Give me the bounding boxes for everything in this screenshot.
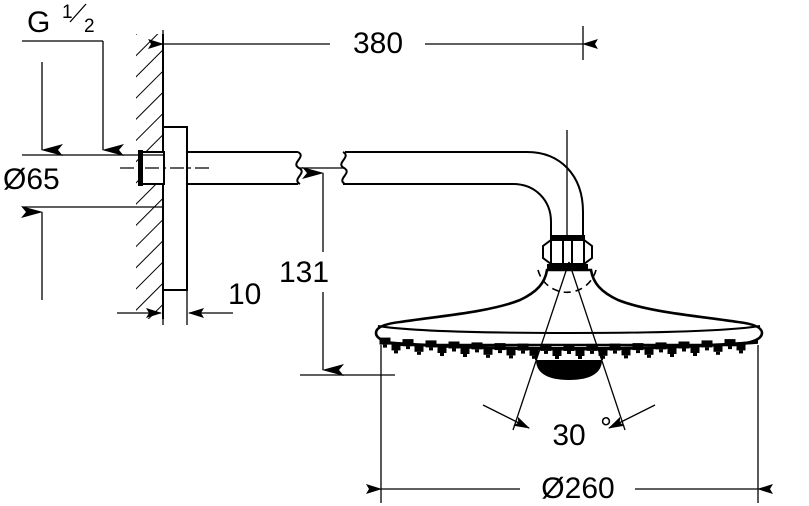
spray-nozzle bbox=[460, 348, 470, 354]
arm-projection-label: 380 bbox=[353, 27, 403, 60]
spray-nozzle bbox=[690, 347, 700, 353]
thread-denominator: 2 bbox=[84, 16, 95, 37]
spray-nozzle bbox=[575, 350, 585, 356]
head-center-boss bbox=[535, 348, 603, 380]
spray-nozzle-stem bbox=[693, 353, 697, 356]
spray-nozzle bbox=[586, 343, 598, 351]
spray-nozzle bbox=[540, 343, 552, 351]
shower-head-disc bbox=[374, 268, 764, 350]
spray-nozzle-stem bbox=[509, 355, 513, 359]
spray-nozzle-stem bbox=[498, 350, 502, 354]
drop-height-dimension: 131 bbox=[279, 167, 395, 376]
spray-nozzle-stem bbox=[521, 350, 525, 354]
spray-nozzle bbox=[552, 350, 562, 356]
spray-nozzle bbox=[713, 345, 723, 352]
spray-nozzle bbox=[655, 342, 667, 350]
spray-nozzle-stem bbox=[739, 350, 743, 354]
spray-nozzle-stem bbox=[728, 346, 732, 350]
spray-nozzle-stem bbox=[486, 354, 490, 358]
spray-nozzle-stem bbox=[463, 354, 467, 357]
spray-nozzle bbox=[471, 342, 483, 350]
spray-nozzle-stem bbox=[452, 348, 456, 352]
degree-symbol: ° bbox=[600, 412, 612, 445]
spray-nozzle-stem bbox=[670, 354, 674, 357]
spray-nozzle-stem bbox=[613, 350, 617, 354]
spray-nozzle-stem bbox=[647, 354, 651, 358]
arm-projection-dimension: 380 bbox=[148, 26, 598, 60]
spray-nozzle bbox=[701, 340, 713, 348]
spray-nozzle-stem bbox=[532, 355, 536, 359]
spray-nozzle-stem bbox=[590, 350, 594, 354]
spray-nozzle-stem bbox=[383, 344, 387, 348]
spray-nozzle-stem bbox=[705, 347, 709, 351]
spray-nozzle-stem bbox=[659, 349, 663, 353]
spray-nozzle bbox=[736, 344, 746, 351]
wall-flange bbox=[120, 126, 210, 291]
spray-nozzle-stem bbox=[624, 355, 628, 359]
spray-nozzle-stem bbox=[682, 348, 686, 352]
spray-nozzle-stem bbox=[417, 351, 421, 355]
head-diameter-label: Ø260 bbox=[541, 472, 614, 505]
spray-nozzle-stem bbox=[636, 350, 640, 354]
spray-nozzle bbox=[667, 348, 677, 354]
spray-nozzle-stem bbox=[440, 353, 444, 356]
spray-nozzle bbox=[483, 348, 493, 355]
spray-nozzle-array bbox=[379, 337, 759, 359]
spray-nozzle bbox=[644, 348, 654, 355]
flange-diameter-label: Ø65 bbox=[3, 163, 60, 196]
spray-nozzle-stem bbox=[578, 356, 582, 359]
thread-letter: G bbox=[27, 6, 50, 39]
spray-nozzle-stem bbox=[475, 349, 479, 353]
wall-offset-label: 10 bbox=[228, 278, 261, 311]
spray-nozzle-stem bbox=[544, 350, 548, 354]
drop-height-label: 131 bbox=[279, 256, 329, 289]
head-diameter-dimension: Ø260 bbox=[366, 345, 773, 505]
spray-nozzle-stem bbox=[555, 356, 559, 359]
spray-nozzle-stem bbox=[406, 346, 410, 350]
spray-nozzle bbox=[379, 337, 391, 345]
ball-joint-dashed-circle bbox=[537, 269, 597, 294]
swivel-angle-lines bbox=[512, 261, 626, 431]
swivel-angle-label: 30 bbox=[552, 419, 585, 452]
arm-elbow bbox=[512, 151, 584, 238]
spray-nozzle bbox=[414, 345, 424, 352]
spray-nozzle bbox=[529, 349, 539, 356]
spray-nozzle bbox=[425, 340, 437, 348]
spray-nozzle-stem bbox=[716, 351, 720, 355]
swivel-angle-dimension: 30 ° bbox=[482, 404, 656, 452]
spray-nozzle bbox=[506, 349, 516, 356]
nozzle-band bbox=[379, 340, 759, 351]
spray-nozzle-stem bbox=[567, 351, 571, 354]
wall-offset-dimension: 10 bbox=[117, 270, 261, 325]
spray-nozzle-stem bbox=[394, 350, 398, 354]
shower-arm bbox=[187, 130, 584, 252]
spray-nozzle bbox=[391, 344, 401, 351]
thread-numerator: 1 bbox=[62, 2, 73, 23]
flange-diameter-dimension: Ø65 bbox=[3, 62, 163, 300]
spray-nozzle bbox=[437, 347, 447, 353]
spray-nozzle-stem bbox=[429, 347, 433, 351]
spray-nozzle bbox=[621, 349, 631, 356]
thread-size-callout: G 1 2 bbox=[22, 2, 124, 156]
